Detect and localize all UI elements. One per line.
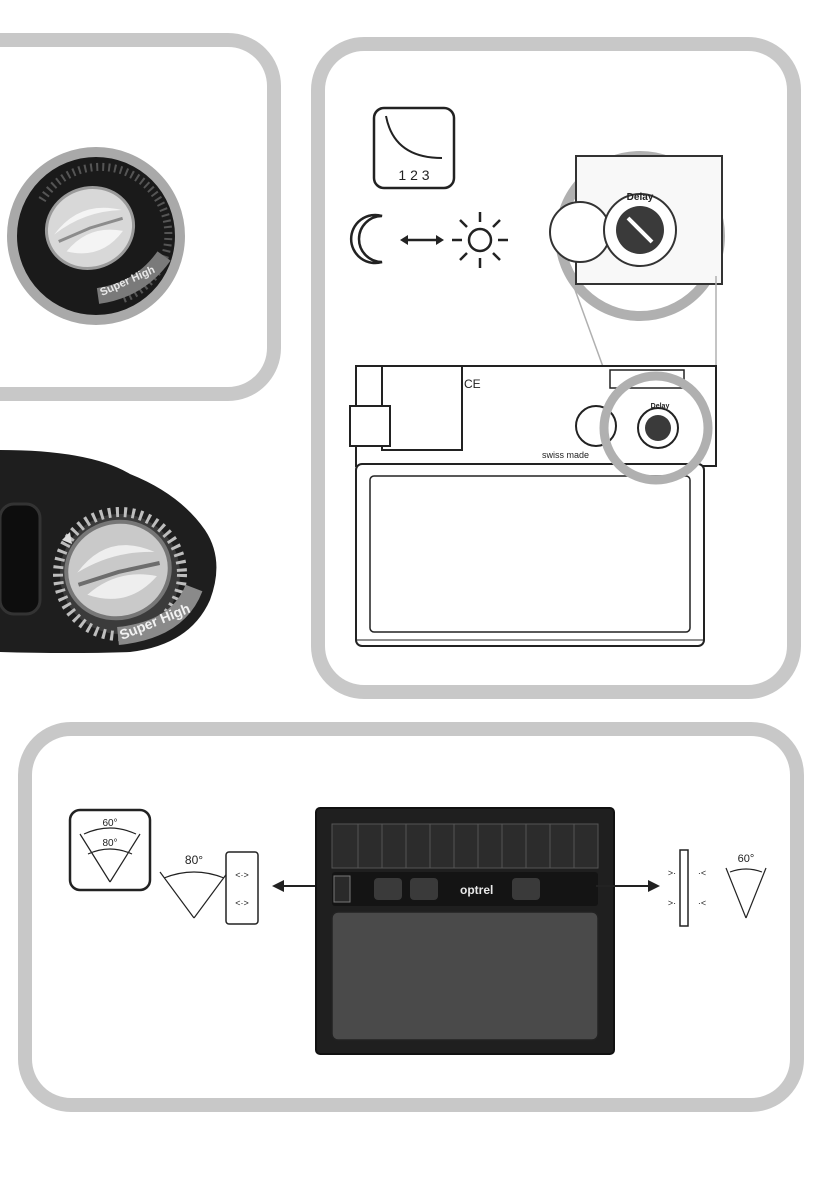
svg-text:>·: >· <box>668 898 676 908</box>
svg-text:<·>: <·> <box>235 898 249 908</box>
svg-text:·<: ·< <box>698 868 706 878</box>
panel-top-left: Super High <box>0 0 300 420</box>
viewing-angle-icon: 60° 80° <box>70 810 150 890</box>
sun-icon <box>452 212 508 268</box>
swiss-made-label: swiss made <box>542 450 589 460</box>
helmet-slot <box>0 504 40 614</box>
helmet-control-graphic: Super High <box>0 440 300 670</box>
right-angle-label: 60° <box>738 853 755 865</box>
filter-cartridge-drawing: CE swiss made Delay <box>350 366 716 646</box>
ce-mark: CE <box>464 377 481 391</box>
double-arrow-icon <box>400 235 444 245</box>
panel-top-left-graphic: Super High <box>0 0 300 420</box>
svg-text:·<: ·< <box>698 898 706 908</box>
delay-label: Delay <box>627 192 654 203</box>
panel-bottom: 60° 80° 80° <·> <·> <box>18 722 804 1112</box>
panel-top-right-graphic: 1 2 3 Delay <box>310 36 802 700</box>
panel-top-right: 1 2 3 Delay <box>310 36 802 700</box>
sensitivity-curve-icon: 1 2 3 <box>374 108 454 188</box>
moon-icon <box>351 215 382 263</box>
angle-icon-top: 60° <box>102 818 117 829</box>
panel-middle-left: Super High <box>0 440 300 670</box>
delay-label-small: Delay <box>651 403 670 410</box>
left-angle-label: 80° <box>185 853 203 867</box>
curve-numbers: 1 2 3 <box>398 167 429 183</box>
left-angle-diagram: 80° <·> <·> <box>160 852 258 924</box>
svg-text:>·: >· <box>668 868 676 878</box>
panel-bottom-graphic: 60° 80° 80° <·> <·> <box>18 722 804 1112</box>
brand-logo: optrel <box>460 883 493 897</box>
svg-text:<·>: <·> <box>235 870 249 880</box>
right-angle-diagram: >· >· ·< ·< 60° <box>668 850 766 926</box>
helmet-front-drawing: optrel <box>316 808 614 1054</box>
angle-icon-bottom: 80° <box>102 838 117 849</box>
